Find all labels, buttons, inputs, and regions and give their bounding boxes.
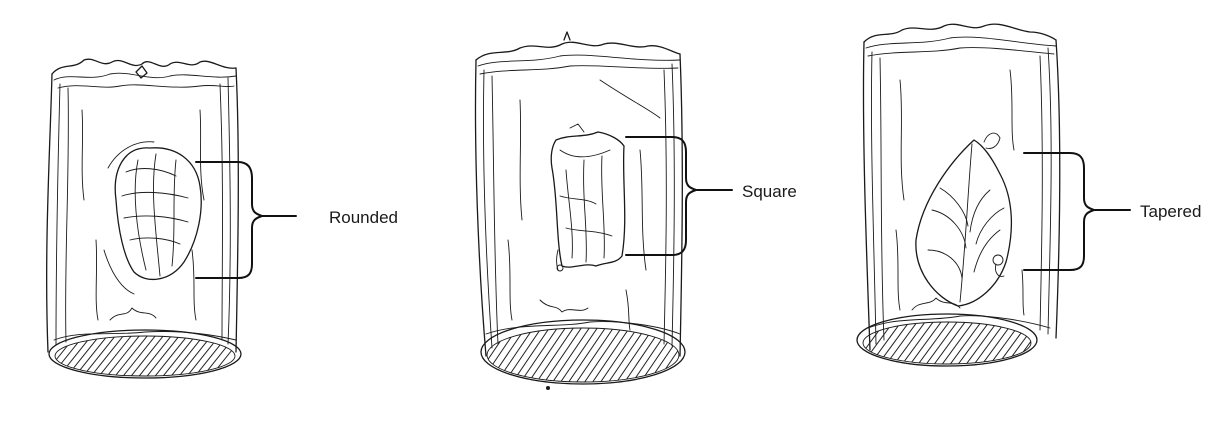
rounded-bracket bbox=[196, 162, 296, 278]
tapered-stem-illustration bbox=[850, 24, 1060, 370]
rounded-stem-illustration bbox=[40, 59, 248, 380]
label-square: Square bbox=[742, 182, 797, 201]
label-tapered: Tapered bbox=[1140, 202, 1201, 221]
label-rounded: Rounded bbox=[329, 208, 398, 227]
tapered-bracket bbox=[1024, 153, 1130, 270]
square-stem-illustration bbox=[470, 32, 696, 390]
